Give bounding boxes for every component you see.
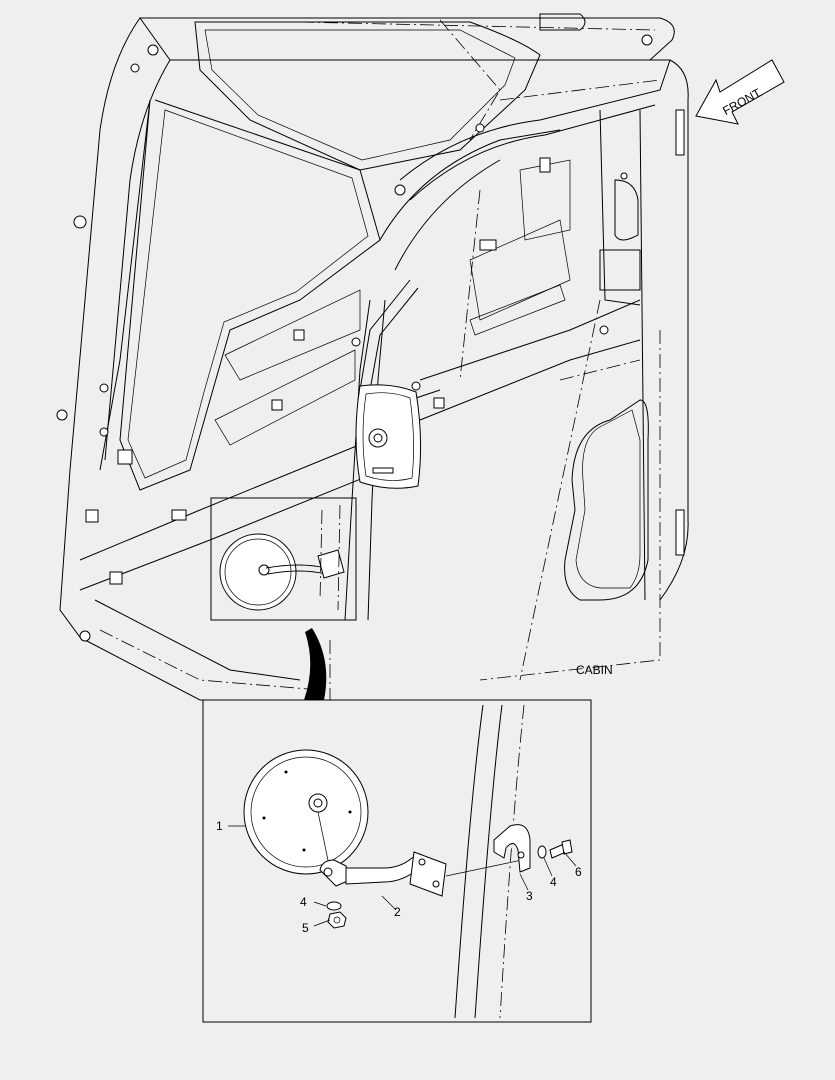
callout-4-left: 4 <box>300 895 307 909</box>
cabin-label: CABIN <box>576 663 613 677</box>
rearview-mirror-assembly <box>351 279 422 489</box>
callout-5: 5 <box>302 921 309 935</box>
washer-left <box>326 901 342 911</box>
bolt-part <box>549 839 573 859</box>
cabin-frame-drawing <box>56 13 689 701</box>
mirror-arm-part <box>319 851 523 897</box>
round-mirror-part <box>243 749 369 875</box>
callout-4-right: 4 <box>550 875 557 889</box>
callout-6: 6 <box>575 865 582 879</box>
callout-3: 3 <box>526 889 533 903</box>
detail-view: 1 2 3 4 4 5 6 <box>202 699 592 1023</box>
nut-part <box>327 911 347 929</box>
callout-2: 2 <box>394 905 401 919</box>
washer-right <box>537 845 547 859</box>
callout-1: 1 <box>216 819 223 833</box>
clamp-part <box>493 824 531 873</box>
front-direction-arrow: FRONT <box>695 59 785 125</box>
detail-callout-box <box>210 497 357 700</box>
